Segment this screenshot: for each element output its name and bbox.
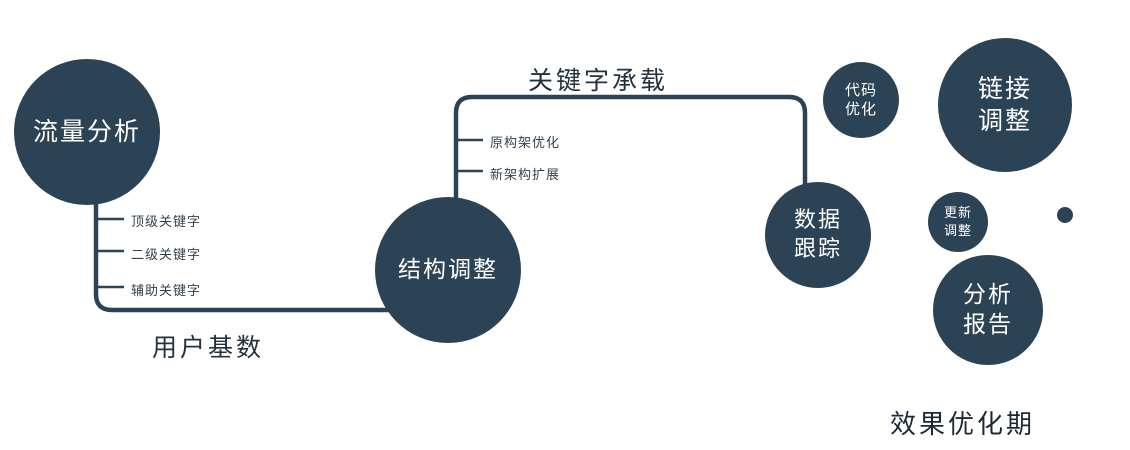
edge-label-keyword-bearing: 关键字承载 [528,67,669,95]
node-structure-adjustment: 结构调整 [375,197,521,343]
connector-traffic-to-structure [93,187,433,313]
node-link-adjustment: 链接 调整 [938,38,1072,172]
branch-label-original-arch: 原构架优化 [490,135,561,150]
node-analysis-report: 分析 报告 [933,255,1043,365]
branch-label-new-arch: 新架构扩展 [490,167,561,182]
bullet-dot [1057,207,1073,223]
edge-label-user-base: 用户基数 [152,334,265,362]
branch-label-top-keyword: 顶级关键字 [131,214,202,229]
node-update-adjustment: 更新 调整 [928,192,988,252]
branch-label-auxiliary-keyword: 辅助关键字 [131,283,202,298]
node-code-optimization: 代码 优化 [823,62,899,138]
connector-structure-to-tracking [453,94,808,215]
branch-label-secondary-keyword: 二级关键字 [131,247,202,262]
node-traffic-analysis: 流量分析 [14,59,160,205]
phase-label-effect-optimization: 效果优化期 [890,409,1036,439]
node-data-tracking: 数据 跟踪 [765,182,871,288]
